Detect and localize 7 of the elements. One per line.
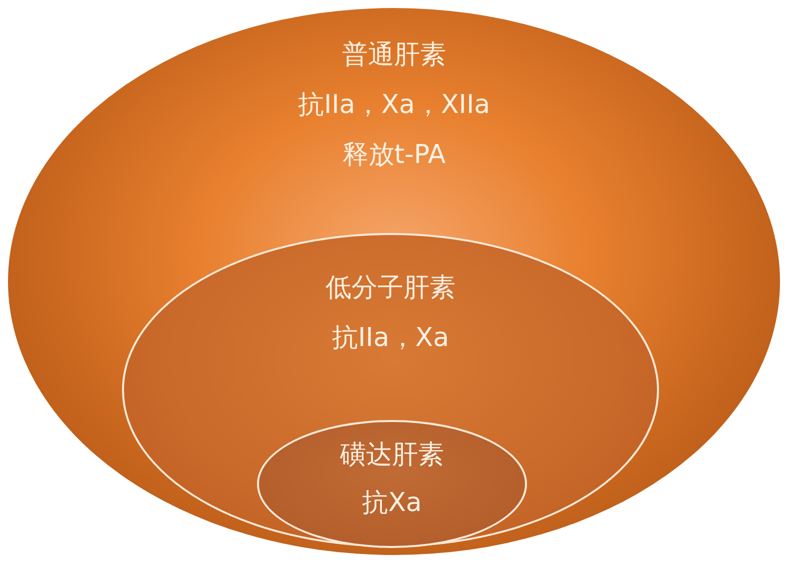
- heading-text: 低分子肝素: [326, 272, 456, 305]
- heading-text: 普通肝素: [342, 39, 446, 72]
- body-text: 抗IIa，Xa: [332, 322, 449, 355]
- body-text: 抗Xa: [362, 487, 422, 520]
- body-text: 释放t-PA: [342, 139, 446, 172]
- body-text: 抗IIa，Xa，XIIa: [298, 89, 490, 122]
- heading-text: 磺达肝素: [340, 439, 444, 472]
